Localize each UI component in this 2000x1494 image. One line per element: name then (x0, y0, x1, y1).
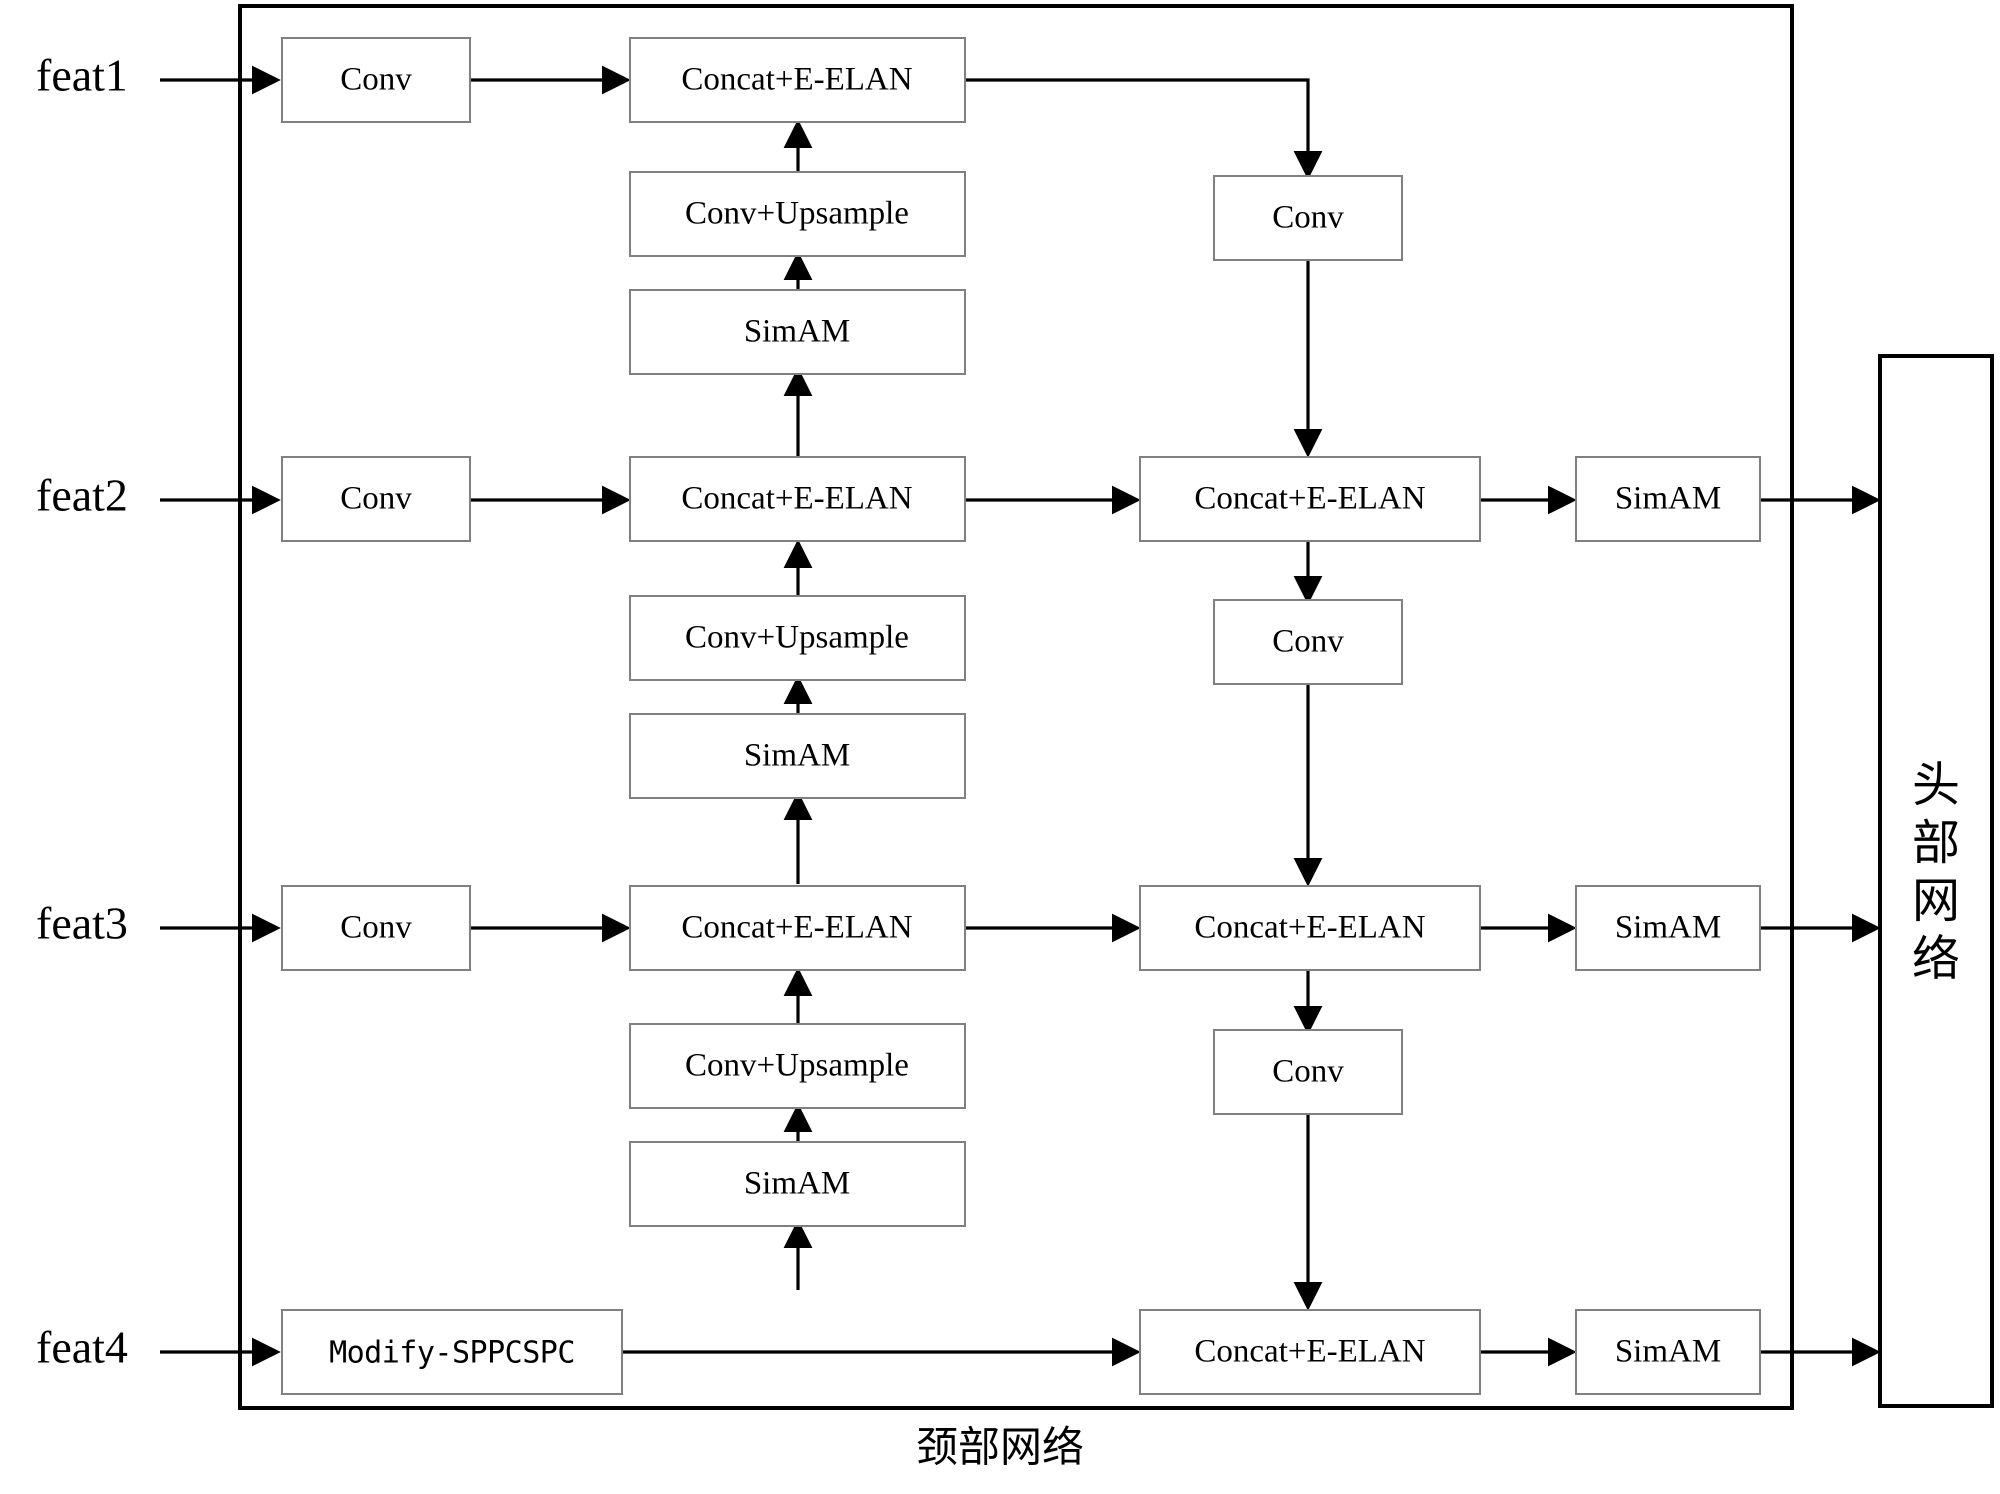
head-network-char-3: 络 (1912, 933, 1960, 986)
node-conv-feat1-label: Conv (340, 62, 412, 98)
node-conv-upsample-3-label: Conv+Upsample (685, 1048, 909, 1084)
input-label-feat1: feat1 (36, 50, 128, 101)
node-simam-up-1-label: SimAM (744, 314, 850, 350)
node-concat-elan-up2[interactable]: Concat+E-ELAN (629, 456, 966, 542)
node-conv-down-1-label: Conv (1272, 200, 1344, 236)
node-conv-down-2-label: Conv (1272, 624, 1344, 660)
node-concat-elan-up3[interactable]: Concat+E-ELAN (629, 885, 966, 971)
node-simam-out-2-label: SimAM (1615, 481, 1721, 517)
node-modify-sppcspc[interactable]: Modify-SPPCSPC (281, 1309, 623, 1395)
node-concat-elan-dn2[interactable]: Concat+E-ELAN (1139, 456, 1481, 542)
node-simam-up-3-label: SimAM (744, 1166, 850, 1202)
node-modify-sppcspc-label: Modify-SPPCSPC (329, 1336, 575, 1371)
node-simam-out-4-label: SimAM (1615, 1334, 1721, 1370)
head-network-char-2: 网 (1912, 875, 1960, 928)
neck-network-container (238, 4, 1794, 1410)
node-concat-elan-dn2-label: Concat+E-ELAN (1194, 481, 1425, 517)
edge-concat1-to-conv-down1 (965, 78, 1323, 180)
node-conv-down-3[interactable]: Conv (1213, 1029, 1403, 1115)
node-concat-elan-dn3[interactable]: Concat+E-ELAN (1139, 885, 1481, 971)
input-label-feat4: feat4 (36, 1322, 128, 1373)
head-network-char-0: 头 (1912, 759, 1960, 812)
head-network-char-1: 部 (1912, 817, 1960, 870)
node-concat-elan-dn4-label: Concat+E-ELAN (1194, 1334, 1425, 1370)
node-simam-out-3-label: SimAM (1615, 910, 1721, 946)
node-concat-elan-up1-label: Concat+E-ELAN (681, 62, 912, 98)
node-concat-elan-up1[interactable]: Concat+E-ELAN (629, 37, 966, 123)
node-concat-elan-dn4[interactable]: Concat+E-ELAN (1139, 1309, 1481, 1395)
node-conv-feat2-label: Conv (340, 481, 412, 517)
node-conv-feat2[interactable]: Conv (281, 456, 471, 542)
head-network-block (1878, 354, 1994, 1408)
node-simam-out-4[interactable]: SimAM (1575, 1309, 1761, 1395)
input-label-feat2: feat2 (36, 470, 128, 521)
node-conv-down-1[interactable]: Conv (1213, 175, 1403, 261)
node-simam-up-2[interactable]: SimAM (629, 713, 966, 799)
node-simam-up-1[interactable]: SimAM (629, 289, 966, 375)
neck-network-caption: 颈部网络 (916, 1425, 1084, 1472)
node-conv-down-2[interactable]: Conv (1213, 599, 1403, 685)
node-simam-out-3[interactable]: SimAM (1575, 885, 1761, 971)
node-simam-up-2-label: SimAM (744, 738, 850, 774)
node-conv-feat3-label: Conv (340, 910, 412, 946)
node-simam-out-2[interactable]: SimAM (1575, 456, 1761, 542)
node-concat-elan-up3-label: Concat+E-ELAN (681, 910, 912, 946)
node-simam-up-3[interactable]: SimAM (629, 1141, 966, 1227)
node-conv-upsample-1-label: Conv+Upsample (685, 196, 909, 232)
node-conv-upsample-2[interactable]: Conv+Upsample (629, 595, 966, 681)
input-label-feat3: feat3 (36, 898, 128, 949)
node-conv-feat3[interactable]: Conv (281, 885, 471, 971)
node-conv-upsample-2-label: Conv+Upsample (685, 620, 909, 656)
node-concat-elan-dn3-label: Concat+E-ELAN (1194, 910, 1425, 946)
node-conv-down-3-label: Conv (1272, 1054, 1344, 1090)
node-concat-elan-up2-label: Concat+E-ELAN (681, 481, 912, 517)
node-conv-upsample-1[interactable]: Conv+Upsample (629, 171, 966, 257)
node-conv-feat1[interactable]: Conv (281, 37, 471, 123)
node-conv-upsample-3[interactable]: Conv+Upsample (629, 1023, 966, 1109)
